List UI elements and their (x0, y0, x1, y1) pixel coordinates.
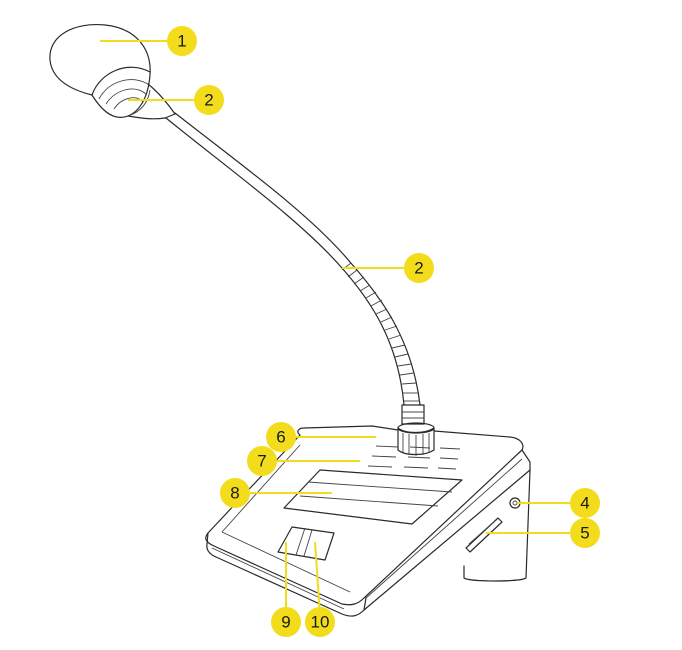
side-ports (465, 497, 521, 553)
callout-10: 10 (305, 607, 335, 637)
callout-7: 7 (247, 446, 277, 476)
callout-8: 8 (220, 478, 250, 508)
callout-5: 5 (570, 518, 600, 548)
callout-2-head: 2 (194, 85, 224, 115)
speaker-grille (367, 445, 461, 470)
callout-2-rod-label: 2 (414, 259, 423, 278)
callout-1-label: 1 (177, 32, 186, 51)
callout-9-label: 9 (281, 613, 290, 632)
display-panel (283, 469, 463, 525)
gooseneck-rod (165, 112, 351, 269)
callout-10-label: 10 (311, 613, 330, 632)
callout-4: 4 (570, 488, 600, 518)
callout-2-rod: 2 (404, 253, 434, 283)
callout-7-label: 7 (257, 452, 266, 471)
callout-6: 6 (266, 422, 296, 452)
callout-2-head-label: 2 (204, 91, 213, 110)
callout-5-label: 5 (580, 524, 589, 543)
callout-4-label: 4 (580, 494, 589, 513)
connector-nut (397, 422, 435, 456)
callout-1: 1 (167, 26, 197, 56)
callout-9: 9 (271, 607, 301, 637)
flexible-gooseneck (341, 261, 425, 425)
base-unit (205, 425, 531, 617)
button-panel (277, 526, 335, 561)
callout-6-label: 6 (276, 428, 285, 447)
callout-8-label: 8 (230, 484, 239, 503)
leader-lines (100, 40, 570, 616)
microphone-head (49, 23, 176, 120)
